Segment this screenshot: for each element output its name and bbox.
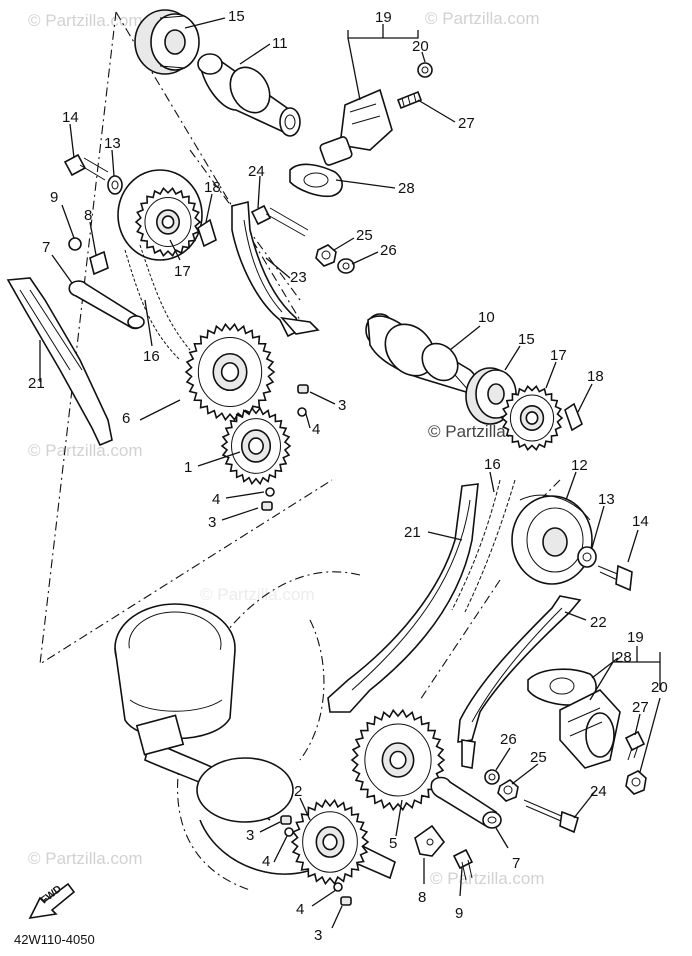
tensioner-guide-23 (231, 200, 320, 338)
cam-sprocket-17-mid (500, 385, 564, 451)
shaft-7-lower (430, 776, 502, 829)
callout-5: 5 (389, 835, 397, 852)
callout-9-lower: 9 (455, 905, 463, 922)
callout-11: 11 (272, 35, 288, 52)
callout-17-mid: 17 (550, 347, 567, 364)
callout-15-top: 15 (228, 8, 245, 25)
callout-13-mid: 13 (598, 491, 615, 508)
callout-18-top: 18 (204, 179, 221, 196)
callout-3-upper-a: 3 (338, 397, 346, 414)
callout-25-top: 25 (356, 227, 373, 244)
callout-9-top: 9 (50, 189, 58, 206)
bearing-15-top (134, 9, 200, 75)
bearing-15-mid (465, 367, 517, 425)
callout-3-upper-b: 3 (208, 514, 216, 531)
spring-ball-upper (261, 384, 309, 511)
plate-12-mid (511, 494, 593, 585)
bolt-24-top (250, 204, 309, 237)
callout-17-top: 17 (174, 263, 191, 280)
callout-18-mid: 18 (587, 368, 604, 385)
callout-21-mid: 21 (404, 524, 421, 541)
watermark-center: © Partzilla.com (200, 585, 315, 604)
crankcase-outline (114, 603, 396, 880)
chain-guide-21-top (6, 277, 113, 447)
bolt-nut-washer-lower (484, 769, 579, 834)
watermark-top-right: © Partzilla.com (425, 9, 540, 28)
callout-26-mid: 26 (500, 731, 517, 748)
gear-5 (350, 708, 446, 812)
diagram-code: 42W110-4050 (14, 932, 95, 947)
callout-3-lower-a: 3 (246, 827, 254, 844)
callout-14-mid: 14 (632, 513, 649, 530)
callout-15-mid: 15 (518, 331, 535, 348)
tensioner-19-top (319, 62, 433, 166)
callout-12: 12 (571, 457, 588, 474)
watermark-mid-left: © Partzilla.com (28, 441, 143, 460)
tensioner-19-mid (559, 689, 647, 795)
callout-24-top: 24 (248, 163, 265, 180)
camshaft-10 (365, 313, 478, 393)
callout-3-lower-b: 3 (314, 927, 322, 944)
chain-guide-21-mid (327, 483, 479, 713)
callout-8-lower: 8 (418, 889, 426, 906)
callout-labels: 15 11 19 20 27 28 14 13 9 8 7 24 18 17 2… (28, 8, 668, 944)
dowel-18-top (197, 218, 217, 248)
callout-10: 10 (478, 309, 495, 326)
callout-7-lower: 7 (512, 855, 520, 872)
plate-8-bolt-9-lower (414, 824, 474, 881)
spring-ball-lower (280, 815, 352, 906)
callout-20-top: 20 (412, 38, 429, 55)
gasket-28-top (289, 163, 343, 198)
bolt-14-washer-13-top (63, 153, 123, 195)
callout-19-top: 19 (375, 9, 392, 26)
cam-chain-16-mid (451, 479, 516, 613)
callout-1: 1 (184, 459, 192, 476)
callout-28-top: 28 (398, 180, 415, 197)
callout-16-mid: 16 (484, 456, 501, 473)
callout-20-mid: 20 (651, 679, 668, 696)
callout-7-top: 7 (42, 239, 50, 256)
callout-22: 22 (590, 614, 607, 631)
watermark-top-left: © Partzilla.com (28, 11, 143, 30)
nut-25-washer-26-top (315, 244, 355, 274)
camshaft-11 (197, 53, 301, 137)
callout-4-upper-a: 4 (312, 421, 320, 438)
leader-lines (39, 17, 661, 929)
forward-arrow-icon: FWD (28, 882, 76, 920)
watermark-bottom-left: © Partzilla.com (28, 849, 143, 868)
washer-13-bolt-14-mid (577, 546, 633, 592)
callout-26-top: 26 (380, 242, 397, 259)
callout-16-top: 16 (143, 348, 160, 365)
callout-8-top: 8 (84, 207, 92, 224)
dowel-18-mid (564, 402, 583, 432)
shaft-7-top (68, 237, 145, 330)
tensioner-guide-22 (457, 595, 582, 769)
callout-13-top: 13 (104, 135, 121, 152)
callout-4-lower-b: 4 (296, 901, 304, 918)
callout-6: 6 (122, 410, 130, 427)
callout-27-top: 27 (458, 115, 475, 132)
watermark-bottom-right: © Partzilla.com (430, 869, 545, 888)
callout-19-mid: 19 (627, 629, 644, 646)
callout-23: 23 (290, 269, 307, 286)
callout-14-top: 14 (62, 109, 79, 126)
callout-21-top: 21 (28, 375, 45, 392)
callout-2: 2 (294, 783, 302, 800)
callout-27-mid: 27 (632, 699, 649, 716)
callout-4-upper-b: 4 (212, 491, 220, 508)
gear-1 (220, 406, 292, 486)
cam-sprocket-17-top (134, 187, 202, 257)
gear-6 (184, 322, 276, 422)
gear-2 (290, 798, 370, 886)
callout-25-mid: 25 (530, 749, 547, 766)
callout-4-lower-a: 4 (262, 853, 270, 870)
callout-24-mid: 24 (590, 783, 607, 800)
callout-28-mid: 28 (615, 649, 632, 666)
